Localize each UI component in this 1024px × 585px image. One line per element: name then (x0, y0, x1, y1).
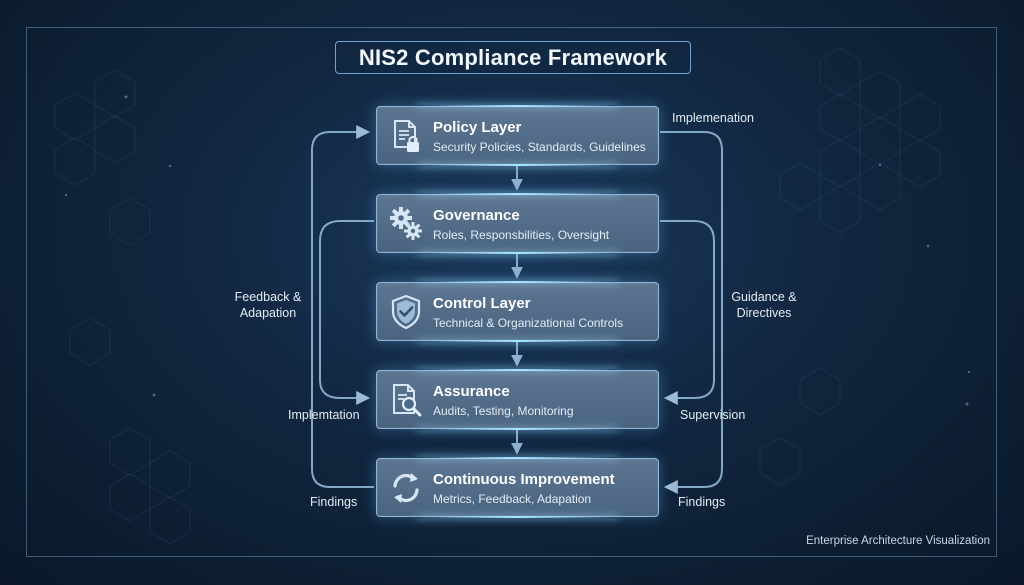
layer-governance: Governance Roles, Responsbilities, Overs… (376, 193, 659, 254)
footer-caption: Enterprise Architecture Visualization (806, 535, 990, 547)
gears-icon (390, 207, 422, 240)
label-guidance-directives: Guidance & Directives (722, 289, 806, 321)
left-inner-loop (319, 220, 374, 405)
layer-description: Technical & Organizational Controls (433, 316, 624, 330)
refresh-cycle-icon (393, 473, 419, 503)
layer-name: Continuous Improvement (433, 471, 615, 488)
layer-description: Audits, Testing, Monitoring (433, 404, 574, 418)
label-supervision: Supervision (680, 408, 746, 422)
label-findings-right: Findings (678, 495, 726, 509)
layer-description: Roles, Responsbilities, Oversight (433, 228, 610, 242)
layer-continuous-improvement: Continuous Improvement Metrics, Feedback… (376, 457, 659, 518)
shield-check-icon (391, 294, 421, 330)
layer-name: Control Layer (433, 295, 531, 312)
layer-name: Policy Layer (433, 119, 522, 136)
label-line: Guidance & (731, 290, 797, 304)
right-inner-loop (660, 220, 715, 405)
layer-assurance: Assurance Audits, Testing, Monitoring (376, 369, 659, 430)
label-feedback-adaptation: Feedback & Adapation (226, 289, 310, 321)
left-outer-loop (311, 125, 374, 488)
layer-description: Metrics, Feedback, Adapation (433, 492, 592, 506)
label-line: Adapation (239, 306, 297, 320)
document-search-icon (393, 384, 422, 417)
label-line: Directives (736, 306, 792, 320)
layer-policy: Policy Layer Security Policies, Standard… (376, 105, 659, 166)
diagram-title: NIS2 Compliance Framework (335, 41, 691, 74)
label-implementation-top: Implemenation (672, 111, 754, 125)
layer-description: Security Policies, Standards, Guidelines (433, 140, 646, 154)
document-lock-icon (394, 120, 419, 152)
right-outer-loop (660, 131, 723, 494)
diagram-frame (26, 27, 997, 557)
layer-name: Assurance (433, 383, 510, 400)
label-implementation-lower: Implemtation (288, 408, 360, 422)
label-findings-left: Findings (310, 495, 358, 509)
label-line: Feedback & (234, 290, 302, 304)
layer-name: Governance (433, 207, 520, 224)
layer-control: Control Layer Technical & Organizational… (376, 281, 659, 342)
